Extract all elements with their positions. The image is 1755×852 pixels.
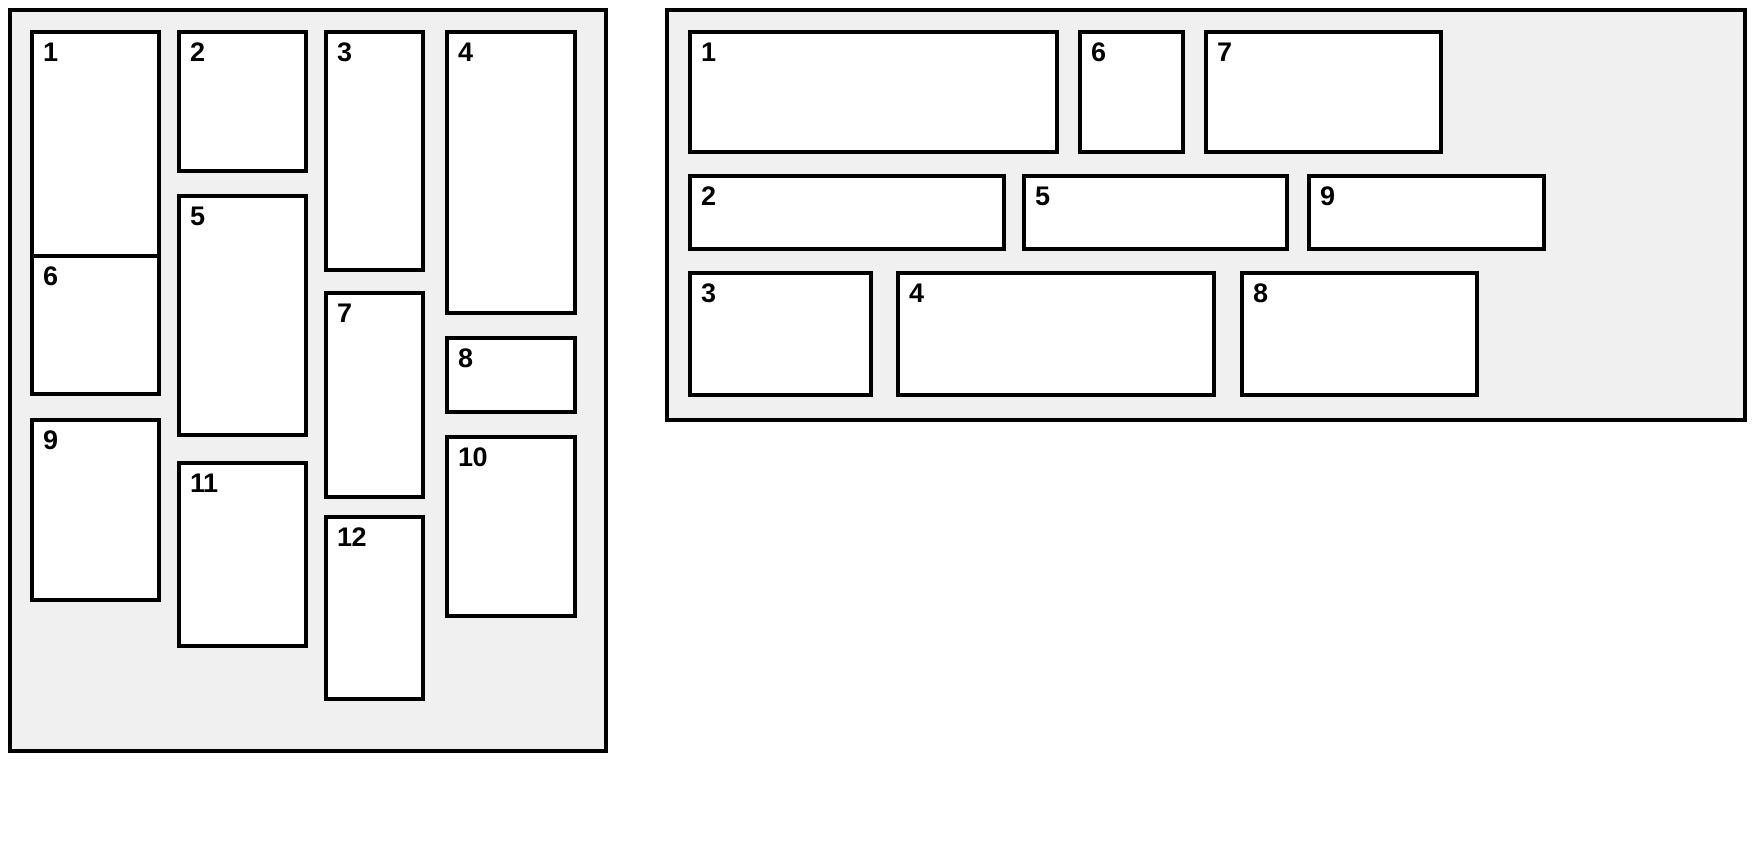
- layout-box-label: 9: [1320, 181, 1335, 211]
- layout-box-8[interactable]: 8: [1240, 271, 1479, 397]
- layout-box-label: 7: [1217, 37, 1232, 67]
- layout-box-label: 10: [458, 442, 488, 472]
- layout-box-6[interactable]: 6: [1078, 30, 1185, 154]
- layout-box-label: 8: [1253, 278, 1268, 308]
- layout-box-4[interactable]: 4: [445, 30, 577, 315]
- layout-box-5[interactable]: 5: [177, 194, 308, 437]
- layout-box-label: 3: [701, 278, 716, 308]
- layout-box-6[interactable]: 6: [30, 254, 161, 396]
- layout-box-5[interactable]: 5: [1022, 174, 1289, 251]
- layout-box-label: 3: [337, 37, 352, 67]
- layout-box-7[interactable]: 7: [1204, 30, 1443, 154]
- layout-box-label: 1: [701, 37, 716, 67]
- layout-box-10[interactable]: 10: [445, 435, 577, 618]
- layout-box-label: 5: [1035, 181, 1050, 211]
- layout-box-label: 6: [1091, 37, 1106, 67]
- layout-box-label: 9: [43, 425, 58, 455]
- layout-box-label: 11: [190, 468, 218, 498]
- layout-box-label: 6: [43, 261, 58, 291]
- layout-box-12[interactable]: 12: [324, 515, 425, 701]
- layout-box-2[interactable]: 2: [688, 174, 1006, 251]
- layout-box-9[interactable]: 9: [1307, 174, 1546, 251]
- layout-box-label: 8: [458, 343, 473, 373]
- layout-box-4[interactable]: 4: [896, 271, 1216, 397]
- layout-box-label: 4: [909, 278, 924, 308]
- layout-box-label: 1: [43, 37, 58, 67]
- right-panel: 1 6 7 2 5 9 3 4 8: [665, 8, 1747, 422]
- layout-box-11[interactable]: 11: [177, 461, 308, 648]
- layout-box-3[interactable]: 3: [688, 271, 873, 397]
- layout-box-3[interactable]: 3: [324, 30, 425, 272]
- layout-box-label: 2: [701, 181, 716, 211]
- layout-box-label: 12: [337, 522, 367, 552]
- layout-box-label: 4: [458, 37, 473, 67]
- layout-box-1[interactable]: 1: [688, 30, 1059, 154]
- layout-box-1[interactable]: 1: [30, 30, 161, 260]
- layout-box-label: 5: [190, 201, 205, 231]
- layout-box-9[interactable]: 9: [30, 418, 161, 602]
- layout-box-label: 7: [337, 298, 352, 328]
- layout-box-2[interactable]: 2: [177, 30, 308, 173]
- layout-box-label: 2: [190, 37, 205, 67]
- layout-box-8[interactable]: 8: [445, 336, 577, 414]
- layout-box-7[interactable]: 7: [324, 291, 425, 499]
